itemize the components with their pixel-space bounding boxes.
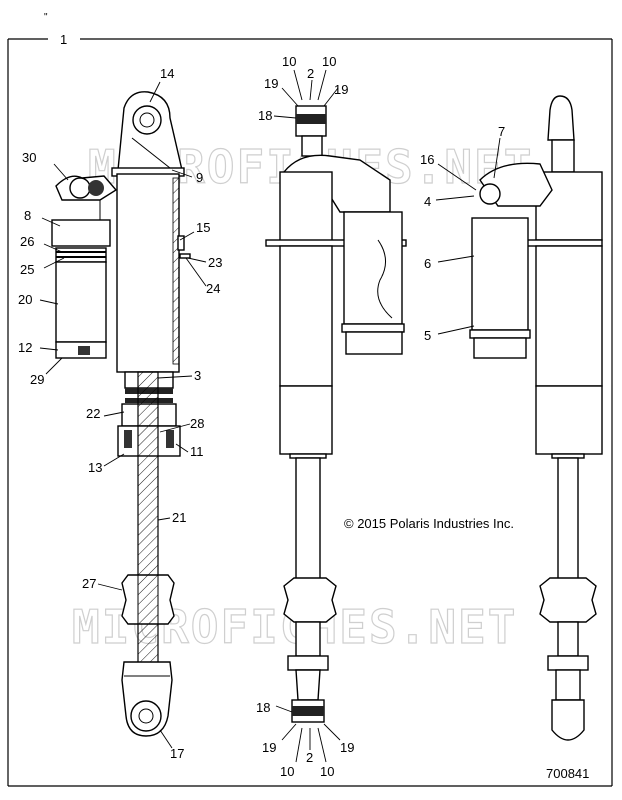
callout-19-top-right: 19 xyxy=(334,82,348,97)
callout-26: 26 xyxy=(20,234,34,249)
callout-13: 13 xyxy=(88,460,102,475)
frame: 1 " xyxy=(7,12,613,787)
callout-10-bottom-left: 10 xyxy=(280,764,294,779)
copyright-notice: © 2015 Polaris Industries Inc. xyxy=(344,516,514,531)
callout-12: 12 xyxy=(18,340,32,355)
frame-label: 1 xyxy=(60,32,67,47)
callout-labels: 14 30 9 8 26 25 15 23 24 20 12 29 3 22 2… xyxy=(18,54,505,779)
callout-30: 30 xyxy=(22,150,36,165)
callout-28: 28 xyxy=(190,416,204,431)
callout-18-top: 18 xyxy=(258,108,272,123)
callout-19-top-left: 19 xyxy=(264,76,278,91)
shock-cutaway xyxy=(51,91,191,737)
callout-18-bottom: 18 xyxy=(256,700,270,715)
shock-assembled-side xyxy=(469,95,603,741)
callout-14: 14 xyxy=(160,66,174,81)
callout-11: 11 xyxy=(190,444,204,459)
callout-22: 22 xyxy=(86,406,100,421)
figure-number: 700841 xyxy=(546,766,589,781)
callout-10-top-left: 10 xyxy=(282,54,296,69)
callout-2-bottom: 2 xyxy=(306,750,313,765)
shock-assembled-front xyxy=(265,105,407,723)
callout-23: 23 xyxy=(208,255,222,270)
callout-2-top: 2 xyxy=(307,66,314,81)
corner-mark: " xyxy=(44,12,48,23)
callout-19-bottom-left: 19 xyxy=(262,740,276,755)
callout-6: 6 xyxy=(424,256,431,271)
callout-10-top-right: 10 xyxy=(322,54,336,69)
callout-8: 8 xyxy=(24,208,31,223)
callout-7: 7 xyxy=(498,124,505,139)
callout-29: 29 xyxy=(30,372,44,387)
callout-24: 24 xyxy=(206,281,220,296)
callout-20: 20 xyxy=(18,292,32,307)
callout-16: 16 xyxy=(420,152,434,167)
callout-21: 21 xyxy=(172,510,186,525)
callout-19-bottom-right: 19 xyxy=(340,740,354,755)
callout-25: 25 xyxy=(20,262,34,277)
callout-4: 4 xyxy=(424,194,431,209)
callout-3: 3 xyxy=(194,368,201,383)
callout-5: 5 xyxy=(424,328,431,343)
callout-15: 15 xyxy=(196,220,210,235)
leader-lines xyxy=(39,69,501,763)
callout-27: 27 xyxy=(82,576,96,591)
callout-17: 17 xyxy=(170,746,184,761)
callout-10-bottom-right: 10 xyxy=(320,764,334,779)
callout-9: 9 xyxy=(196,170,203,185)
